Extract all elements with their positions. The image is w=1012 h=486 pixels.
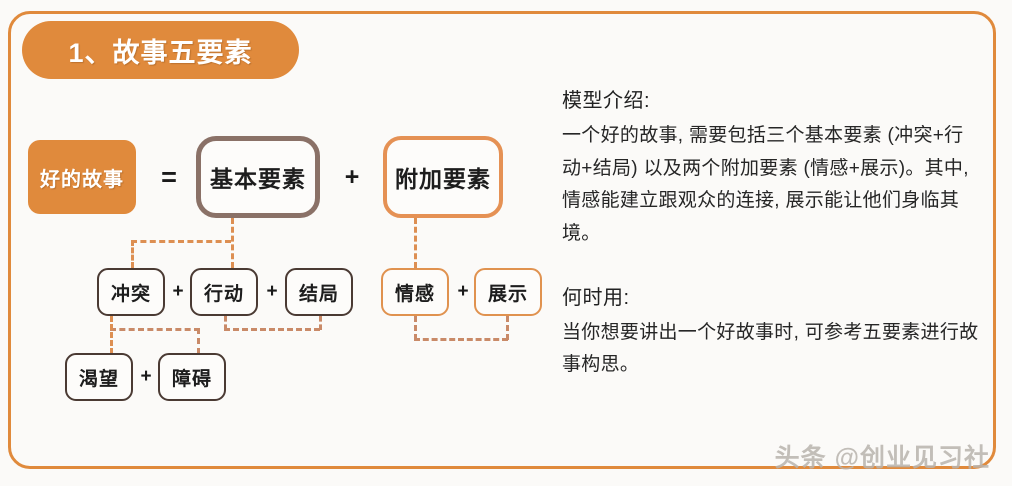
connector-action-ending-right-tick: [319, 316, 322, 330]
story-five-elements-diagram: 好的故事 = 基本要素 + 附加要素 冲突 + 行动 + 结局 渴望 +: [28, 136, 542, 401]
node-action-label: 行动: [203, 283, 244, 305]
node-obstacle-label: 障碍: [171, 368, 212, 390]
node-basic-elements: 基本要素: [196, 136, 320, 218]
connector-basic-bracket-left-drop: [131, 240, 134, 268]
operator-plus-emotion-display-label: +: [457, 281, 469, 302]
operator-plus-action-ending: +: [261, 281, 283, 303]
node-basic-elements-label: 基本要素: [210, 166, 306, 192]
section-when-body: 当你想要讲出一个好故事时, 可参考五要素进行故事构思。: [562, 321, 979, 376]
connector-action-ending-horizontal: [224, 328, 320, 331]
node-desire-label: 渴望: [78, 368, 119, 390]
section-title-label: 1、故事五要素: [68, 37, 253, 68]
connector-conflict-bracket-left-drop: [110, 316, 113, 354]
section-intro-body: 一个好的故事, 需要包括三个基本要素 (冲突+行动+结局) 以及两个附加要素 (…: [562, 125, 969, 245]
connector-extra-drop: [414, 218, 417, 268]
node-emotion: 情感: [381, 268, 449, 316]
connector-basic-bracket-horizontal: [131, 240, 231, 243]
node-display: 展示: [474, 268, 542, 316]
connector-action-ending-left-tick: [224, 316, 227, 330]
connector-conflict-bracket-horizontal: [110, 328, 200, 331]
operator-plus-top-label: +: [344, 162, 360, 191]
operator-plus-top: +: [337, 162, 367, 192]
operator-plus-emotion-display: +: [452, 281, 474, 303]
node-conflict: 冲突: [97, 268, 165, 316]
section-intro-heading: 模型介绍:: [562, 90, 651, 112]
operator-plus-desire-obstacle: +: [135, 366, 157, 388]
node-emotion-label: 情感: [394, 283, 435, 305]
node-extra-elements-label: 附加要素: [395, 166, 491, 192]
section-when-heading: 何时用:: [562, 286, 630, 309]
watermark: 头条 @创业见习社: [774, 444, 990, 472]
operator-plus-conflict-action: +: [167, 281, 189, 303]
node-action: 行动: [190, 268, 258, 316]
explanation-panel: 模型介绍: 一个好的故事, 需要包括三个基本要素 (冲突+行动+结局) 以及两个…: [562, 84, 982, 382]
connector-extra-bracket-horizontal: [414, 338, 508, 341]
connector-extra-bracket-right-tick: [506, 316, 509, 340]
node-good-story-label: 好的故事: [40, 168, 124, 191]
section-intro: 模型介绍: 一个好的故事, 需要包括三个基本要素 (冲突+行动+结局) 以及两个…: [562, 84, 982, 251]
section-title-badge: 1、故事五要素: [22, 21, 299, 79]
operator-plus-conflict-action-label: +: [172, 281, 184, 302]
node-desire: 渴望: [65, 353, 133, 401]
node-obstacle: 障碍: [158, 353, 226, 401]
operator-plus-desire-obstacle-label: +: [140, 366, 152, 387]
node-display-label: 展示: [487, 283, 528, 305]
node-extra-elements: 附加要素: [383, 136, 503, 218]
node-ending: 结局: [285, 268, 353, 316]
operator-equals-label: =: [161, 161, 177, 192]
connector-extra-bracket-left-tick: [414, 316, 417, 340]
section-when: 何时用: 当你想要讲出一个好故事时, 可参考五要素进行故事构思。: [562, 281, 982, 382]
connector-conflict-bracket-right-drop: [197, 328, 200, 354]
operator-equals: =: [152, 160, 186, 194]
operator-plus-action-ending-label: +: [266, 281, 278, 302]
node-good-story: 好的故事: [28, 140, 136, 214]
connector-basic-bracket-right-drop: [231, 218, 234, 268]
node-conflict-label: 冲突: [110, 283, 151, 305]
node-ending-label: 结局: [298, 283, 339, 305]
